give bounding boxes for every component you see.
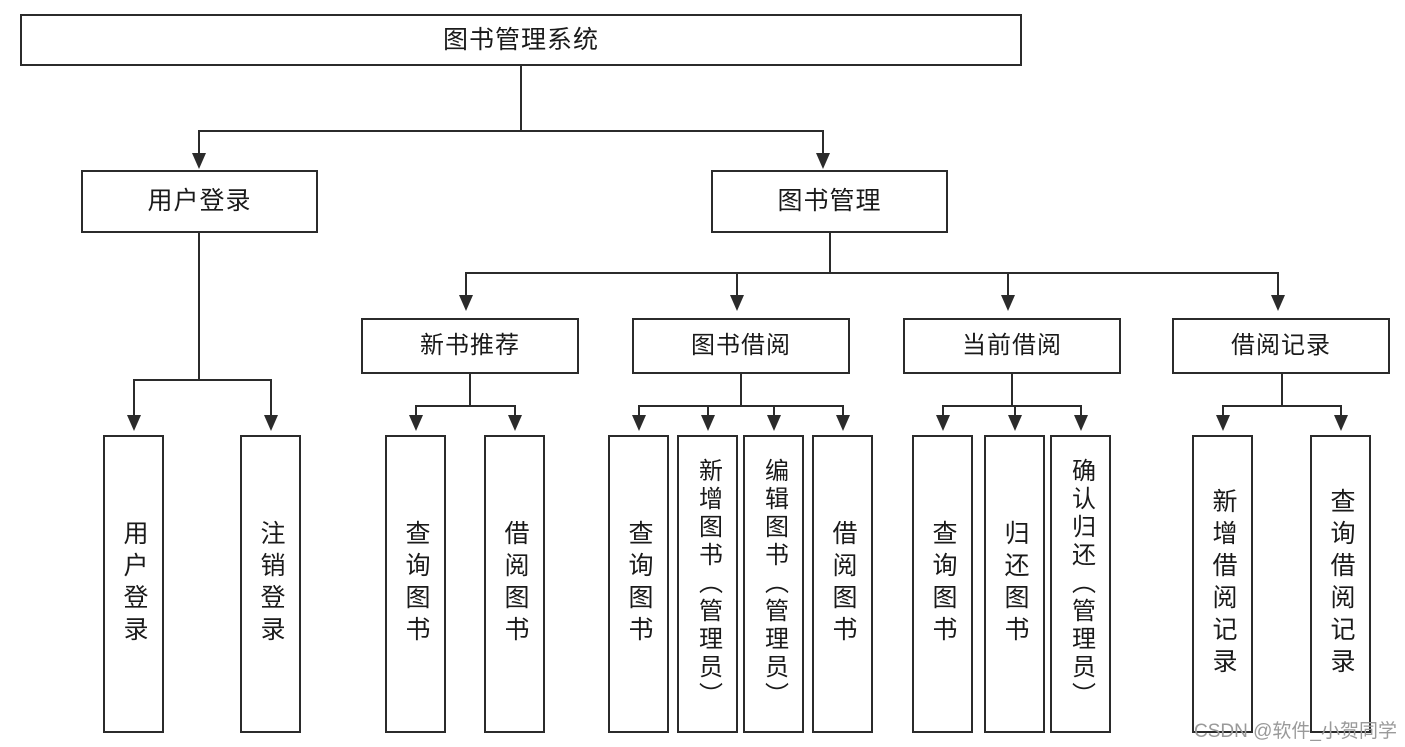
node-book-management[interactable]: 图书管理 <box>711 170 948 233</box>
arrow-borrow-leaf-2 <box>701 415 715 431</box>
connector-bookmgmt-drop-4 <box>1277 272 1279 297</box>
arrow-bookmgmt-to-borrow <box>730 295 744 311</box>
node-new-book-recommend[interactable]: 新书推荐 <box>361 318 579 374</box>
connector-bookmgmt-drop-1 <box>465 272 467 297</box>
leaf-return-books[interactable]: 归还图书 <box>984 435 1045 733</box>
arrow-bookmgmt-to-records <box>1271 295 1285 311</box>
connector-newbooks-drop-1 <box>415 405 417 417</box>
arrow-root-to-book-mgmt <box>816 153 830 169</box>
connector-borrow-drop-3 <box>773 405 775 417</box>
node-book-borrow[interactable]: 图书借阅 <box>632 318 850 374</box>
arrow-userlogin-leaf-2 <box>264 415 278 431</box>
leaf-return-books-label: 归还图书 <box>1001 520 1029 648</box>
arrow-current-leaf-1 <box>936 415 950 431</box>
leaf-add-borrow-record[interactable]: 新增借阅记录 <box>1192 435 1253 733</box>
node-current-borrow-label: 当前借阅 <box>962 332 1062 360</box>
connector-root-to-user-login <box>198 130 200 155</box>
leaf-edit-book-admin[interactable]: 编辑图书（管理员） <box>743 435 804 733</box>
arrow-newbooks-leaf-2 <box>508 415 522 431</box>
connector-newbooks-stem <box>469 374 471 406</box>
arrow-records-leaf-1 <box>1216 415 1230 431</box>
leaf-search-books-borrow-label: 查询图书 <box>625 520 653 648</box>
arrow-bookmgmt-to-new-books <box>459 295 473 311</box>
connector-borrow-stem <box>740 374 742 406</box>
node-current-borrow[interactable]: 当前借阅 <box>903 318 1121 374</box>
connector-current-drop-1 <box>942 405 944 417</box>
leaf-search-books-borrow[interactable]: 查询图书 <box>608 435 669 733</box>
connector-current-drop-3 <box>1080 405 1082 417</box>
arrow-userlogin-leaf-1 <box>127 415 141 431</box>
node-book-borrow-label: 图书借阅 <box>691 332 791 360</box>
connector-records-drop-2 <box>1340 405 1342 417</box>
arrow-borrow-leaf-3 <box>767 415 781 431</box>
leaf-borrow-books-label: 借阅图书 <box>829 520 857 648</box>
connector-root-stem <box>520 66 522 131</box>
leaf-confirm-return-admin-label: 确认归还（管理员） <box>1067 458 1095 710</box>
node-user-login-label: 用户登录 <box>147 187 252 216</box>
leaf-borrow-books-newbooks[interactable]: 借阅图书 <box>484 435 545 733</box>
leaf-edit-book-admin-label: 编辑图书（管理员） <box>760 458 788 710</box>
leaf-logout[interactable]: 注销登录 <box>240 435 301 733</box>
leaf-search-borrow-record[interactable]: 查询借阅记录 <box>1310 435 1371 733</box>
leaf-search-books-current-label: 查询图书 <box>929 520 957 648</box>
node-user-login[interactable]: 用户登录 <box>81 170 318 233</box>
node-root[interactable]: 图书管理系统 <box>20 14 1022 66</box>
leaf-user-login-label: 用户登录 <box>120 520 148 648</box>
arrow-newbooks-leaf-1 <box>409 415 423 431</box>
connector-root-bus <box>198 130 823 132</box>
connector-userlogin-drop-1 <box>133 379 135 417</box>
connector-userlogin-drop-2 <box>270 379 272 417</box>
arrow-current-leaf-3 <box>1074 415 1088 431</box>
leaf-add-book-admin[interactable]: 新增图书（管理员） <box>677 435 738 733</box>
connector-root-to-book-mgmt <box>822 130 824 155</box>
arrow-records-leaf-2 <box>1334 415 1348 431</box>
connector-current-drop-2 <box>1014 405 1016 417</box>
node-book-management-label: 图书管理 <box>777 187 882 216</box>
leaf-user-login[interactable]: 用户登录 <box>103 435 164 733</box>
arrow-current-leaf-2 <box>1008 415 1022 431</box>
connector-bookmgmt-bus <box>465 272 1278 274</box>
connector-current-bus <box>942 405 1081 407</box>
node-borrow-records[interactable]: 借阅记录 <box>1172 318 1390 374</box>
connector-records-bus <box>1222 405 1341 407</box>
connector-bookmgmt-drop-3 <box>1007 272 1009 297</box>
arrow-borrow-leaf-1 <box>632 415 646 431</box>
leaf-add-borrow-record-label: 新增借阅记录 <box>1209 488 1237 680</box>
connector-newbooks-drop-2 <box>514 405 516 417</box>
node-new-book-recommend-label: 新书推荐 <box>420 332 520 360</box>
leaf-search-books-newbooks-label: 查询图书 <box>402 520 430 648</box>
arrow-bookmgmt-to-current <box>1001 295 1015 311</box>
connector-newbooks-bus <box>415 405 515 407</box>
leaf-add-book-admin-label: 新增图书（管理员） <box>694 458 722 710</box>
connector-current-stem <box>1011 374 1013 406</box>
node-borrow-records-label: 借阅记录 <box>1231 332 1331 360</box>
node-root-label: 图书管理系统 <box>442 25 599 54</box>
leaf-borrow-books[interactable]: 借阅图书 <box>812 435 873 733</box>
leaf-search-books-newbooks[interactable]: 查询图书 <box>385 435 446 733</box>
csdn-watermark: CSDN @软件_小贺同学 <box>1194 721 1397 742</box>
arrow-root-to-user-login <box>192 153 206 169</box>
connector-records-drop-1 <box>1222 405 1224 417</box>
leaf-confirm-return-admin[interactable]: 确认归还（管理员） <box>1050 435 1111 733</box>
arrow-borrow-leaf-4 <box>836 415 850 431</box>
connector-borrow-drop-4 <box>842 405 844 417</box>
connector-borrow-bus <box>638 405 843 407</box>
connector-borrow-drop-2 <box>707 405 709 417</box>
connector-bookmgmt-stem <box>829 233 831 273</box>
leaf-search-borrow-record-label: 查询借阅记录 <box>1327 488 1355 680</box>
leaf-logout-label: 注销登录 <box>257 520 285 648</box>
connector-bookmgmt-drop-2 <box>736 272 738 297</box>
leaf-borrow-books-newbooks-label: 借阅图书 <box>501 520 529 648</box>
connector-records-stem <box>1281 374 1283 406</box>
leaf-search-books-current[interactable]: 查询图书 <box>912 435 973 733</box>
connector-userlogin-bus <box>133 379 271 381</box>
connector-userlogin-stem <box>198 233 200 380</box>
connector-borrow-drop-1 <box>638 405 640 417</box>
